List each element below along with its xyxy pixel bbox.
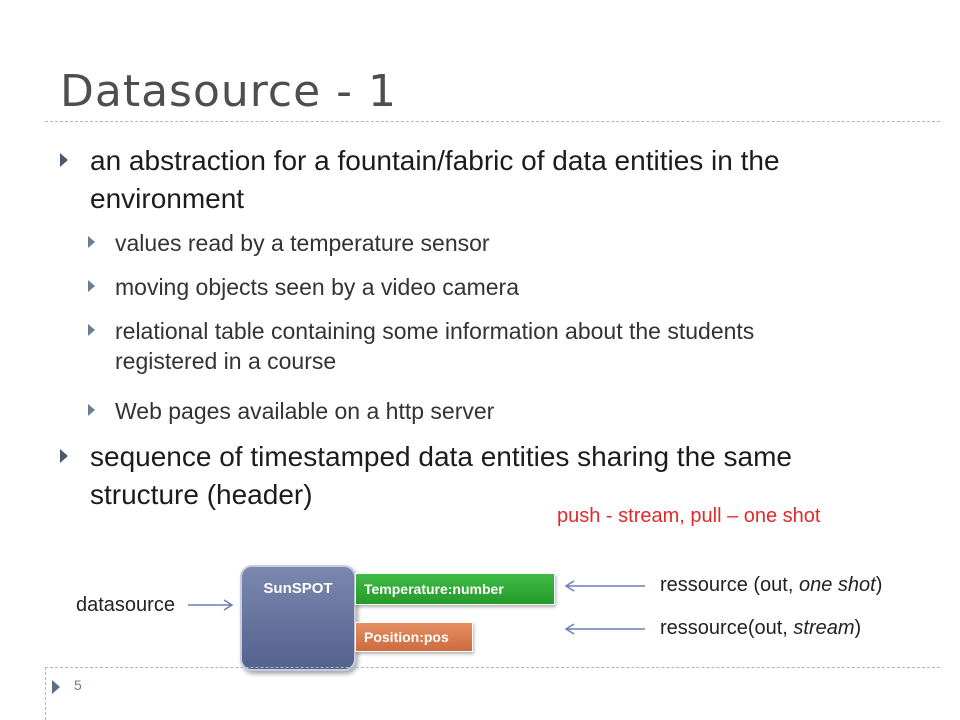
push-pull-note: push - stream, pull – one shot xyxy=(557,505,821,527)
sub-bullet-1-text: values read by a temperature sensor xyxy=(115,230,490,256)
ressource-stream-prefix: ressource(out, xyxy=(660,617,794,639)
footer-divider xyxy=(45,667,940,668)
sub-bullet-arrow-icon xyxy=(88,236,95,248)
bullet-2: sequence of timestamped data entities sh… xyxy=(60,438,900,514)
title-divider xyxy=(45,121,940,122)
bullet-1-text: an abstraction for a fountain/fabric of … xyxy=(90,145,780,214)
sub-bullet-2: moving objects seen by a video camera xyxy=(88,272,519,302)
ressource-stream-label: ressource(out, stream) xyxy=(660,617,861,640)
sub-bullet-arrow-icon xyxy=(88,324,95,336)
bullet-1: an abstraction for a fountain/fabric of … xyxy=(60,142,900,218)
stream-arrowhead-icon xyxy=(564,623,575,635)
datasource-arrowhead-icon xyxy=(223,599,234,611)
ressource-one-shot-suffix: ) xyxy=(875,574,883,596)
sub-bullet-4: Web pages available on a http server xyxy=(88,396,494,426)
sunspot-label: SunSPOT xyxy=(263,580,333,597)
footer-arrow-icon xyxy=(52,680,60,694)
ressource-one-shot-italic: one shot xyxy=(798,574,876,596)
ressource-one-shot-label: ressource (out, one shot) xyxy=(660,574,882,597)
bullet-2-text: sequence of timestamped data entities sh… xyxy=(90,441,792,510)
position-resource: Position:pos xyxy=(355,622,473,652)
sub-bullet-4-text: Web pages available on a http server xyxy=(115,398,495,424)
datasource-label: datasource xyxy=(76,594,175,616)
page-number: 5 xyxy=(74,677,82,693)
sub-bullet-3-text: relational table containing some informa… xyxy=(115,318,755,374)
sub-bullet-arrow-icon xyxy=(88,404,95,416)
sub-bullet-arrow-icon xyxy=(88,280,95,292)
temperature-resource: Temperature:number xyxy=(355,573,555,605)
one-shot-arrowhead-icon xyxy=(564,580,575,592)
sunspot-device: SunSPOT xyxy=(240,565,356,671)
ressource-stream-suffix: ) xyxy=(854,617,862,639)
sub-bullet-3: relational table containing some informa… xyxy=(88,316,848,376)
ressource-stream-italic: stream xyxy=(793,617,855,639)
footer-vertical-divider xyxy=(45,667,46,720)
bullet-arrow-icon xyxy=(60,449,68,463)
slide-title: Datasource - 1 xyxy=(60,66,398,117)
sub-bullet-2-text: moving objects seen by a video camera xyxy=(115,274,519,300)
ressource-one-shot-prefix: ressource (out, xyxy=(660,574,799,596)
bullet-arrow-icon xyxy=(60,153,68,167)
sub-bullet-1: values read by a temperature sensor xyxy=(88,228,490,258)
